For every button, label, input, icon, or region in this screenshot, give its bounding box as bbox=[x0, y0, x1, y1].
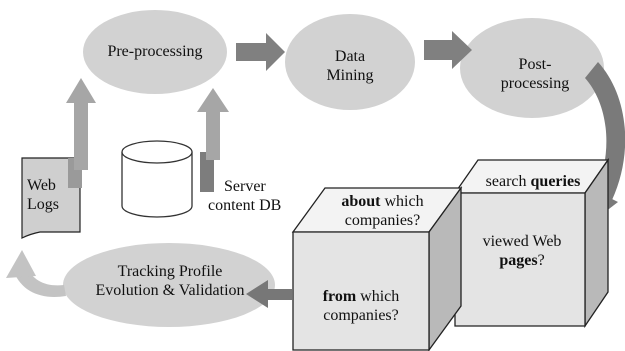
server-db-cylinder-top bbox=[121, 140, 193, 164]
cube-front-face-label: from which companies? bbox=[296, 287, 426, 325]
tracking-label: Tracking Profile Evolution & Validation bbox=[75, 262, 265, 300]
arrow-cubes-to-tracking bbox=[246, 280, 292, 308]
data-mining-line1: Data bbox=[334, 48, 366, 65]
queries-text: queries bbox=[530, 173, 581, 190]
preprocessing-node bbox=[83, 10, 227, 94]
tracking-node bbox=[63, 243, 275, 327]
arrow-tracking-to-logs-head bbox=[6, 250, 36, 278]
from-companies-text: companies? bbox=[323, 307, 399, 324]
cube-front-top-label: about which companies? bbox=[315, 192, 450, 230]
web-logs-line2: Logs bbox=[27, 196, 59, 213]
server-db-line2: content DB bbox=[208, 197, 282, 214]
from-rest-text: which bbox=[356, 288, 400, 305]
server-db-line1: Server bbox=[224, 178, 266, 195]
about-companies-text: companies? bbox=[344, 212, 421, 229]
web-logs-line1: Web bbox=[27, 177, 56, 194]
from-text: from bbox=[322, 288, 357, 305]
viewed-web-text: viewed Web bbox=[482, 233, 562, 250]
cube-back-front-label: viewed Web pages? bbox=[460, 232, 584, 270]
arrow-post-to-cubes bbox=[585, 62, 625, 200]
pages-line: pages? bbox=[460, 251, 584, 270]
preprocessing-label: Pre-processing bbox=[90, 42, 220, 61]
server-connector bbox=[200, 152, 214, 192]
tracking-line1: Tracking Profile bbox=[117, 263, 223, 280]
postprocessing-label: Post- processing bbox=[480, 55, 590, 93]
data-mining-label: Data Mining bbox=[300, 47, 400, 85]
from-line: from which bbox=[296, 287, 426, 306]
arrow-server-to-pre bbox=[197, 88, 229, 160]
search-text: search bbox=[485, 173, 531, 190]
cube-front-face bbox=[292, 231, 430, 351]
server-db-label: Server content DB bbox=[208, 177, 318, 215]
data-mining-line2: Mining bbox=[326, 67, 374, 84]
arrow-pre-to-mining bbox=[236, 33, 285, 71]
tracking-line2: Evolution & Validation bbox=[95, 282, 245, 299]
pages-text: pages bbox=[499, 252, 538, 269]
postprocessing-line1: Post- bbox=[518, 56, 552, 73]
pages-suffix: ? bbox=[537, 252, 545, 269]
cube-back-top-label: search queries bbox=[468, 172, 598, 191]
web-logs-label: Web Logs bbox=[27, 176, 77, 214]
arrow-mining-to-post bbox=[424, 31, 472, 69]
web-logs-document bbox=[21, 157, 81, 239]
postprocessing-node bbox=[460, 18, 604, 118]
server-db-cylinder bbox=[121, 152, 193, 218]
about-line: about which bbox=[315, 192, 450, 211]
about-rest-text: which bbox=[380, 193, 424, 210]
about-text: about bbox=[341, 193, 381, 210]
postprocessing-line2: processing bbox=[500, 75, 570, 92]
arrow-logs-to-pre bbox=[66, 78, 96, 170]
data-mining-node bbox=[285, 14, 415, 110]
preprocessing-label-text: Pre-processing bbox=[107, 43, 203, 60]
